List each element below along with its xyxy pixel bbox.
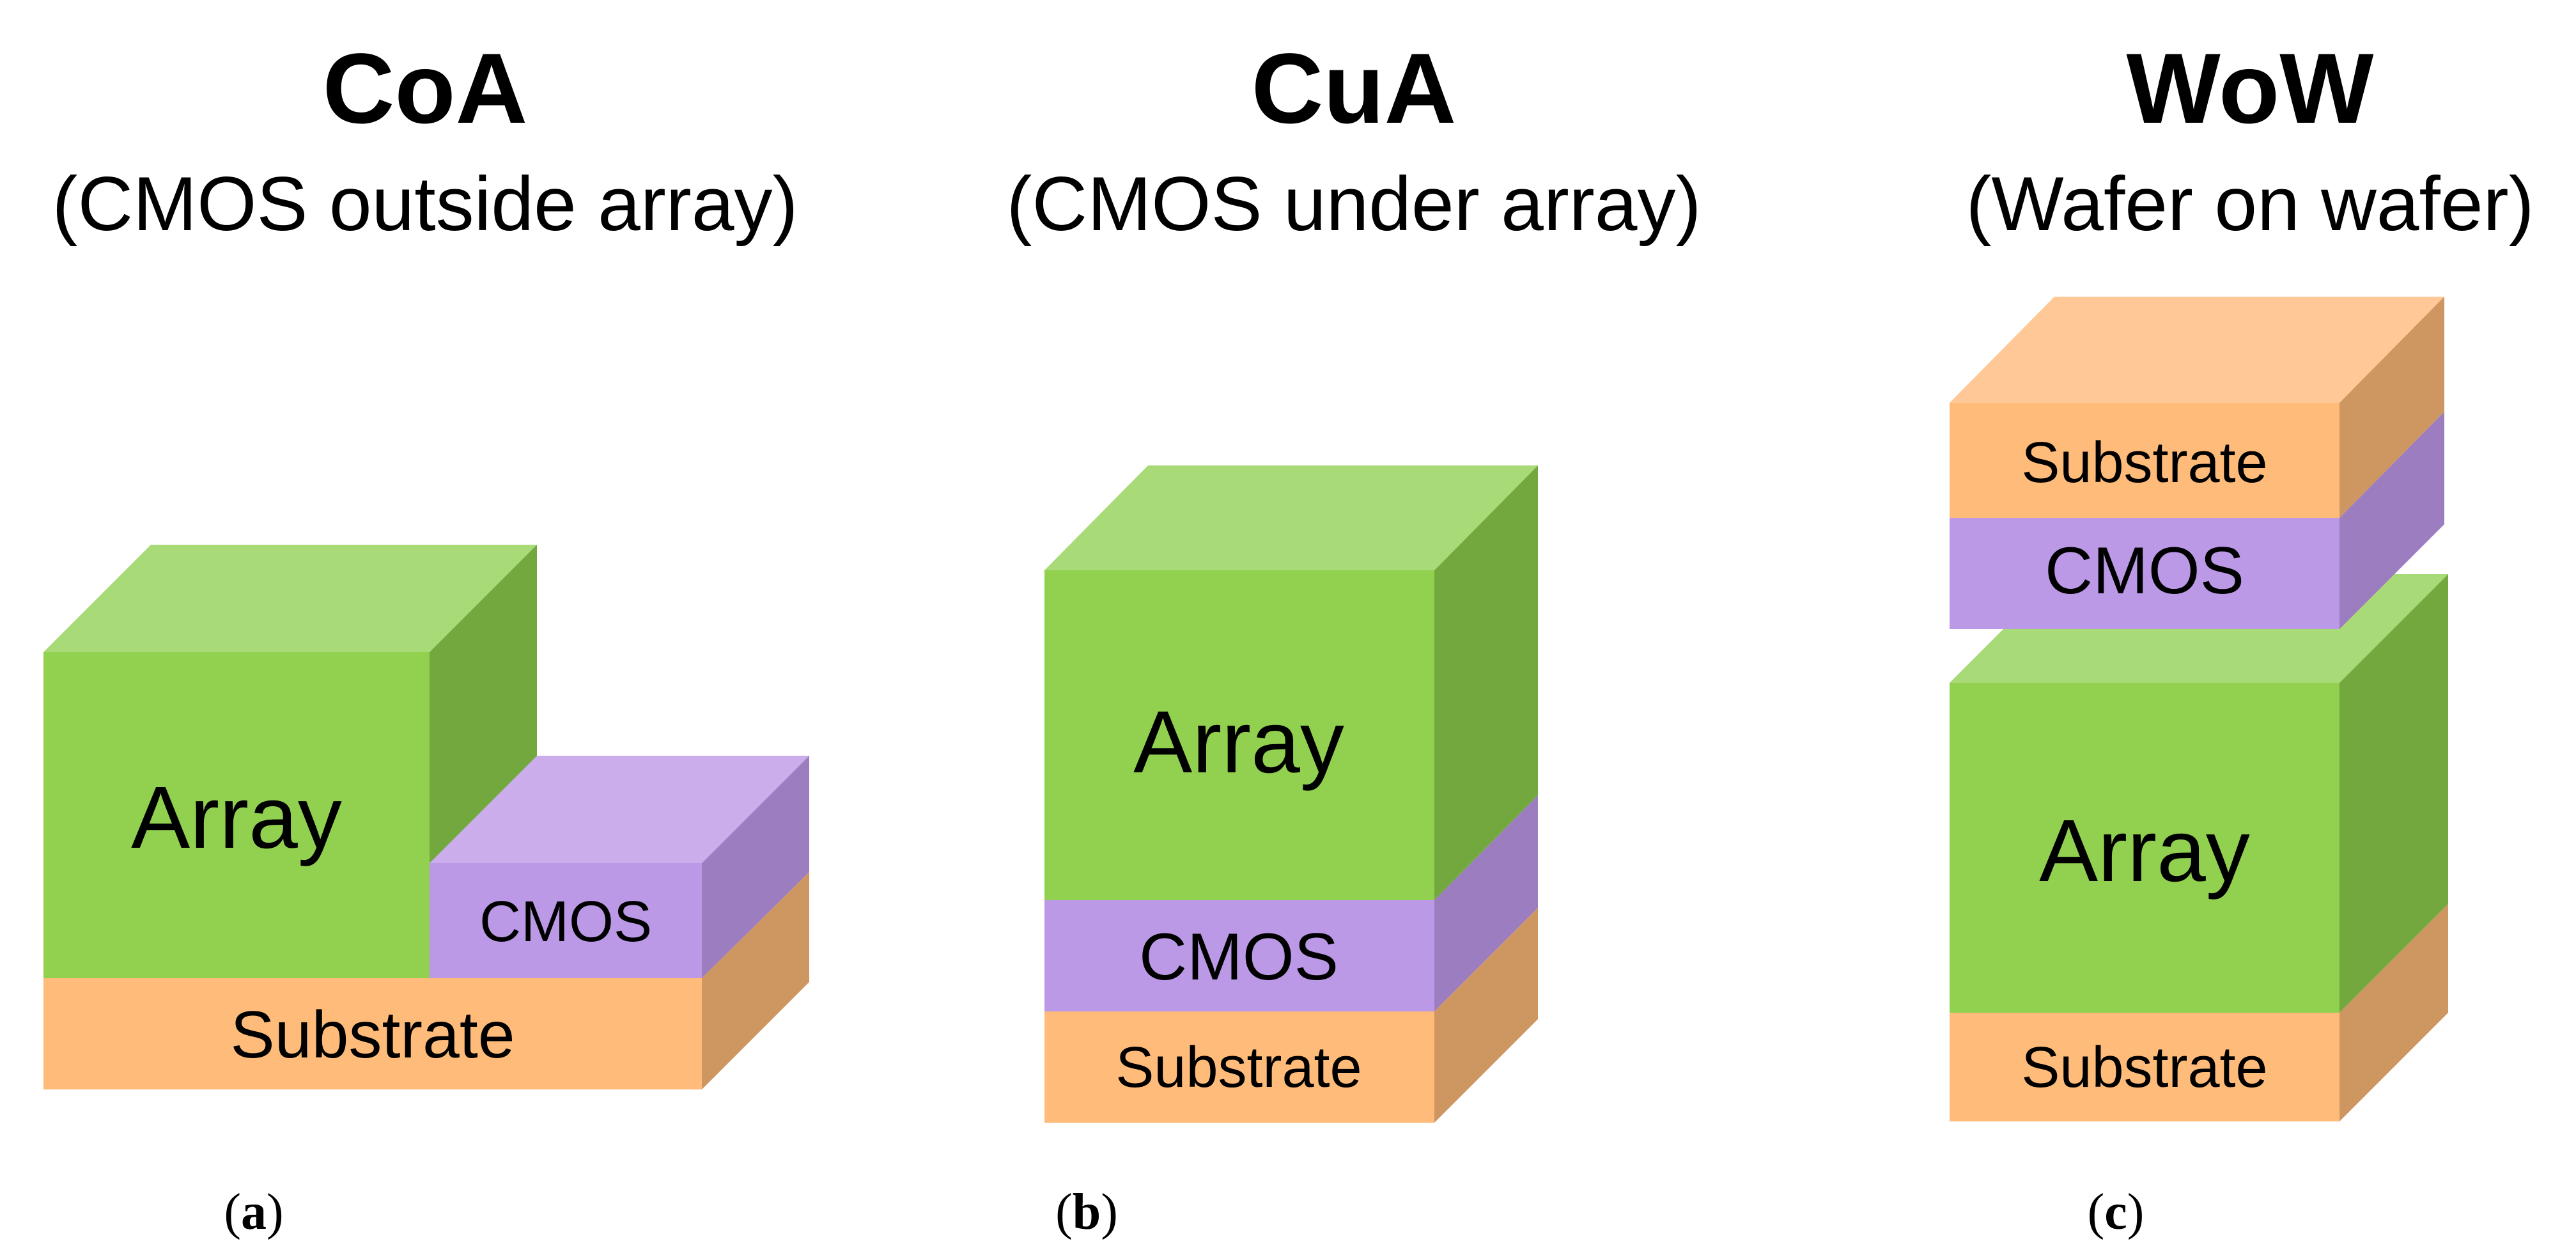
- cmos-block-top: [430, 756, 809, 863]
- array-label: Array: [2039, 802, 2250, 900]
- cmos-block: [430, 756, 809, 978]
- substrate-block-top: [1950, 297, 2444, 403]
- panel-cua: CuA (CMOS under array) Array CMOS Substr…: [1007, 33, 1702, 1240]
- array-block-side: [1434, 465, 1538, 900]
- array-label: Array: [1133, 693, 1344, 792]
- panel-title: WoW: [2127, 33, 2375, 144]
- substrate-block-side: [2339, 297, 2444, 518]
- substrate-block-front: [1950, 1013, 2339, 1121]
- substrate-block: [43, 872, 809, 1089]
- caption-letter: c: [2104, 1184, 2127, 1240]
- caption-letter: a: [241, 1184, 267, 1240]
- substrate-block-front: [1950, 403, 2339, 518]
- panel-title: CoA: [323, 33, 528, 144]
- substrate-block-front: [43, 978, 702, 1089]
- array-block-front: [1950, 683, 2339, 1013]
- array-block-front: [43, 652, 430, 978]
- array-block-top: [1044, 465, 1538, 570]
- panel-title: CuA: [1252, 33, 1457, 144]
- array-block-top: [43, 545, 537, 652]
- cmos-block-side: [1434, 795, 1538, 1011]
- cmos-label: CMOS: [479, 890, 652, 954]
- panel-subtitle: (CMOS outside array): [52, 161, 798, 247]
- panel-caption: (a): [224, 1184, 283, 1240]
- cmos-block-side: [2339, 412, 2444, 629]
- array-block-side: [2339, 574, 2448, 1013]
- panel-subtitle: (CMOS under array): [1007, 161, 1702, 247]
- substrate-label: Substrate: [1115, 1036, 1362, 1100]
- cmos-block-side: [702, 756, 809, 978]
- substrate-block-side: [702, 872, 809, 1089]
- substrate-top-label: Substrate: [2021, 431, 2267, 495]
- substrate-bottom-label: Substrate: [2021, 1036, 2267, 1100]
- top-wafer-block: [1950, 297, 2444, 629]
- cmos-block-front: [430, 863, 702, 978]
- substrate-label: Substrate: [230, 998, 515, 1072]
- substrate-block-side: [1434, 908, 1538, 1123]
- substrate-block-side: [2339, 904, 2448, 1121]
- array-label: Array: [131, 768, 342, 867]
- cmos-block-front: [1950, 518, 2339, 629]
- array-block-front: [1044, 570, 1434, 900]
- panel-subtitle: (Wafer on wafer): [1966, 161, 2534, 247]
- cmos-block-front: [1044, 900, 1434, 1011]
- substrate-block-front: [1044, 1011, 1434, 1123]
- caption-letter: b: [1073, 1184, 1101, 1240]
- panel-caption: (c): [2088, 1184, 2145, 1240]
- stack-block: [1044, 465, 1538, 1123]
- cmos-label: CMOS: [2045, 534, 2244, 608]
- panel-caption: (b): [1055, 1184, 1118, 1240]
- panel-wow: WoW (Wafer on wafer) Array Substrate CMO…: [1950, 33, 2534, 1240]
- cmos-label: CMOS: [1139, 920, 1338, 994]
- panel-coa: CoA (CMOS outside array) Array CMOS Subs…: [43, 33, 809, 1240]
